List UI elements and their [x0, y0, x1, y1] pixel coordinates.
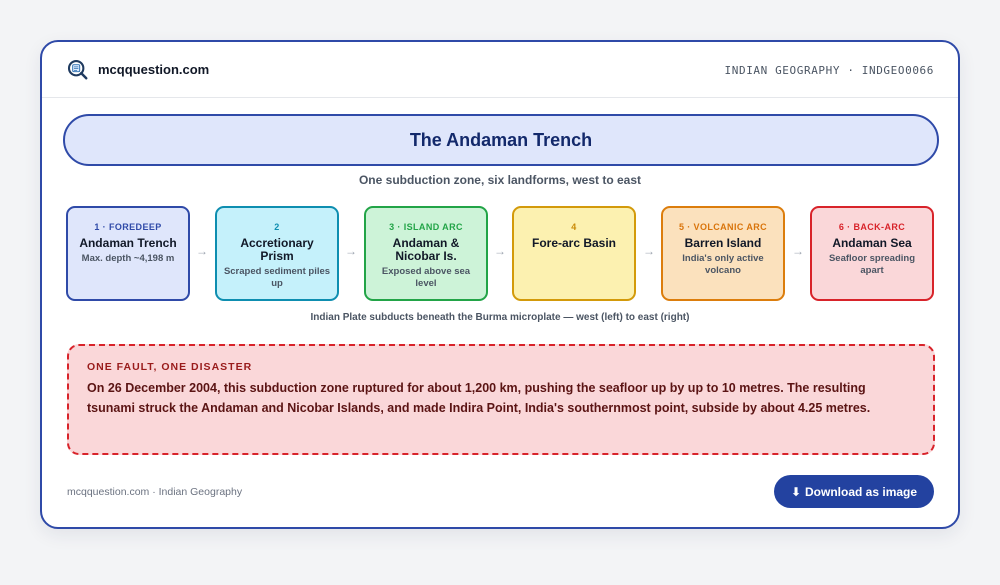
landform-desc: Seafloor spreading apart	[828, 253, 916, 276]
magnifier-q-logo-icon	[67, 59, 88, 80]
landform-box: 1 · FOREDEEP Andaman Trench Max. depth ~…	[66, 206, 190, 301]
landform-desc: India's only active volcano	[682, 253, 764, 276]
landform-desc: Exposed above sea level	[381, 266, 471, 289]
landform-box: 5 · VOLCANIC ARC Barren Island India's o…	[661, 206, 785, 301]
landform-desc: Max. depth ~4,198 m	[81, 253, 175, 264]
landform-tag: 1 · FOREDEEP	[94, 222, 162, 232]
download-button-label: Download as image	[805, 484, 918, 499]
title-banner: The Andaman Trench	[63, 114, 939, 166]
card-header: mcqquestion.com INDIAN GEOGRAPHY · INDGE…	[42, 42, 958, 98]
landform-title: Andaman Trench	[79, 236, 177, 250]
plate-caption: Indian Plate subducts beneath the Burma …	[310, 312, 690, 323]
landform-title: Andaman Sea	[832, 236, 912, 250]
download-arrow-icon: ⬇	[790, 484, 802, 499]
landform-title: Andaman & Nicobar Is.	[392, 236, 460, 263]
landform-title: Barren Island	[684, 236, 762, 250]
callout-heading: ONE FAULT, ONE DISASTER	[87, 361, 253, 373]
landform-tag: 6 · BACK-ARC	[838, 222, 906, 232]
topic-code: INDIAN GEOGRAPHY · INDGEO0066	[724, 64, 934, 77]
brand[interactable]: mcqquestion.com	[67, 59, 209, 80]
disaster-callout: ONE FAULT, ONE DISASTER On 26 December 2…	[67, 344, 935, 455]
brand-name: mcqquestion.com	[98, 62, 210, 77]
landform-box: 3 · ISLAND ARC Andaman & Nicobar Is. Exp…	[364, 206, 488, 301]
landform-box: 4 Fore-arc Basin	[512, 206, 636, 301]
subtitle: One subduction zone, six landforms, west…	[358, 173, 642, 187]
arrow-right-icon: →	[792, 244, 804, 258]
landform-tag: 5 · VOLCANIC ARC	[678, 222, 768, 232]
callout-body: On 26 December 2004, this subduction zon…	[87, 381, 871, 415]
arrow-right-icon: →	[196, 244, 208, 258]
arrow-right-icon: →	[345, 244, 357, 258]
landform-desc: Scraped sediment piles up	[223, 266, 331, 289]
infographic-card: mcqquestion.com INDIAN GEOGRAPHY · INDGE…	[40, 40, 960, 529]
landform-title: Accretionary Prism	[240, 236, 314, 263]
landform-tag: 2	[274, 222, 280, 232]
landform-box: 2 Accretionary Prism Scraped sediment pi…	[215, 206, 339, 301]
landform-sequence: 1 · FOREDEEP Andaman Trench Max. depth ~…	[66, 206, 936, 303]
landform-box: 6 · BACK-ARC Andaman Sea Seafloor spread…	[810, 206, 934, 301]
footer-credit: mcqquestion.com · Indian Geography	[67, 486, 243, 498]
download-image-button[interactable]: ⬇ Download as image	[774, 475, 934, 508]
page-title: The Andaman Trench	[409, 129, 593, 150]
arrow-right-icon: →	[494, 244, 506, 258]
arrow-right-icon: →	[643, 244, 655, 258]
landform-tag: 3 · ISLAND ARC	[389, 222, 463, 232]
landform-tag: 4	[571, 222, 577, 232]
landform-title: Fore-arc Basin	[531, 236, 617, 250]
